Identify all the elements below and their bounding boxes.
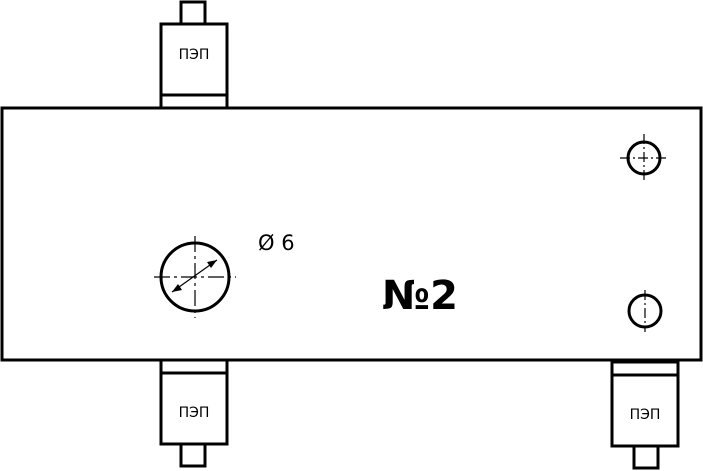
main-block	[0, 106, 703, 362]
sensor-top-label: ПЭП	[179, 47, 210, 63]
sensor-bottom-left-stem	[179, 442, 207, 468]
hole-large-arrow-head-a	[207, 260, 217, 268]
sensor-top-stem	[179, 0, 207, 26]
sensor-bottom-right-label: ПЭП	[630, 407, 661, 423]
hole-diameter-label: Ø 6	[258, 231, 295, 255]
part-number: №2	[382, 273, 458, 319]
sensor-top: ПЭП	[159, 0, 229, 110]
hole-small-top	[620, 134, 668, 182]
sensor-bottom-right: ПЭП	[610, 360, 680, 470]
hole-large: Ø 6	[154, 231, 295, 318]
sensor-bottom-left: ПЭП	[159, 358, 229, 468]
sensor-bottom-right-stem	[632, 444, 660, 470]
hole-small-bottom	[627, 290, 663, 332]
hole-large-arrow-head-b	[172, 284, 182, 292]
sensor-bottom-left-label: ПЭП	[179, 405, 210, 421]
